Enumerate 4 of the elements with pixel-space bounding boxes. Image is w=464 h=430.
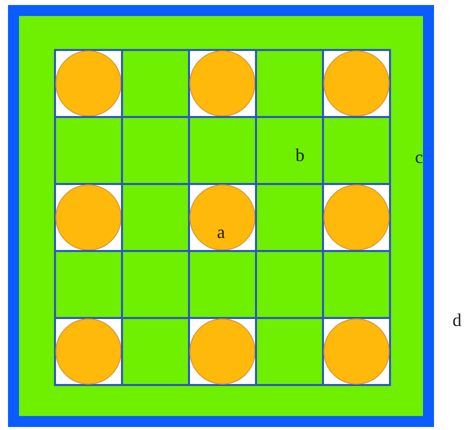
- part-letter: c: [415, 148, 423, 166]
- part-letter: a: [217, 223, 225, 241]
- part-letter: d: [452, 311, 462, 329]
- part-letter: b: [296, 146, 304, 164]
